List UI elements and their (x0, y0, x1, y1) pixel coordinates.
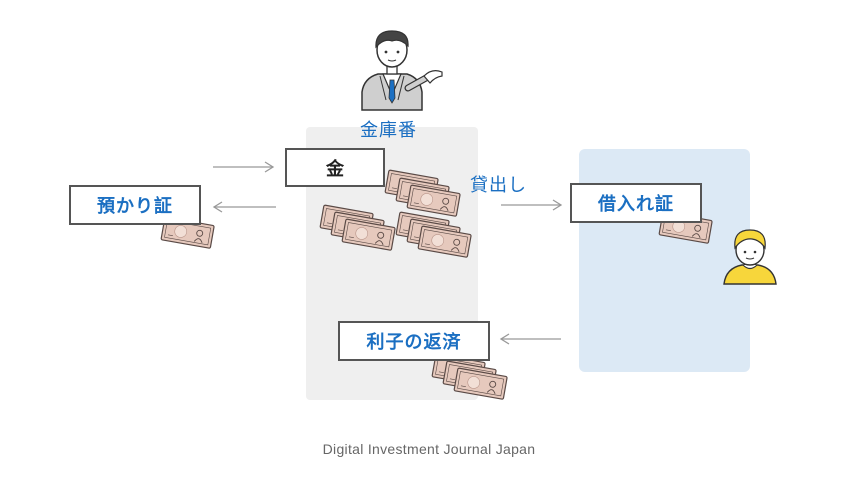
loan-certificate-label: 借入れ証 (598, 194, 674, 215)
gold-box: 金 (285, 148, 385, 187)
deposit-receipt-box: 預かり証 (69, 185, 201, 225)
arrow-deposit-in (213, 161, 275, 173)
interest-repayment-label: 利子の返済 (366, 332, 462, 353)
arrow-repayment (499, 333, 561, 345)
footer-credit: Digital Investment Journal Japan (322, 441, 536, 457)
deposit-receipt-label: 預かり証 (97, 196, 173, 217)
arrow-receipt-out (212, 201, 276, 213)
arrow-lending (501, 199, 563, 211)
banknote-stack-right (395, 211, 472, 258)
banknote-stack-top-right (384, 169, 461, 217)
borrower-icon (723, 229, 777, 285)
lending-label: 貸出し (470, 175, 527, 196)
loan-certificate-box: 借入れ証 (570, 183, 702, 223)
vault-keeper-label: 金庫番 (360, 120, 417, 141)
banknote-stack-left (319, 204, 396, 251)
interest-repayment-box: 利子の返済 (338, 321, 490, 361)
vault-keeper-icon (361, 30, 443, 111)
gold-box-label: 金 (326, 158, 344, 180)
